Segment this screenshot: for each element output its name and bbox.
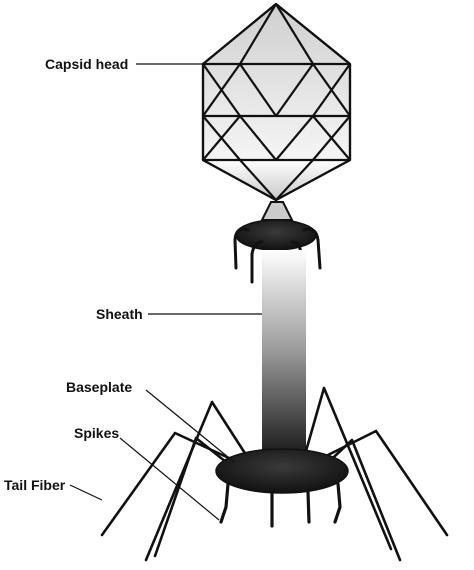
tail-fiber [100, 431, 246, 537]
label-tail-fiber: Tail Fiber [4, 477, 66, 493]
tail-fiber [153, 436, 238, 558]
whisker [302, 227, 322, 270]
spike [333, 482, 342, 524]
spike [219, 482, 230, 524]
label-baseplate: Baseplate [66, 379, 132, 395]
collar [233, 201, 322, 284]
sheath-tube [262, 250, 306, 452]
spike [306, 490, 311, 524]
capsid-lower-shade [203, 160, 350, 200]
label-spikes: Spikes [74, 425, 119, 441]
whisker [250, 240, 264, 284]
label-capsid-head: Capsid head [45, 56, 128, 72]
label-sheath: Sheath [96, 306, 143, 322]
capsid-head [201, 2, 352, 202]
tail-fiber [308, 429, 449, 537]
baseplate-disc [215, 448, 349, 494]
tail-fiber [302, 386, 393, 551]
leader-baseplate [145, 389, 235, 463]
whisker [233, 227, 250, 270]
baseplate [215, 448, 349, 528]
tail-fiber [144, 400, 250, 562]
leader-spikes [119, 437, 220, 521]
leader-lines [69, 63, 262, 521]
leader-tail-fiber [69, 484, 103, 501]
collar-disc [235, 219, 317, 251]
